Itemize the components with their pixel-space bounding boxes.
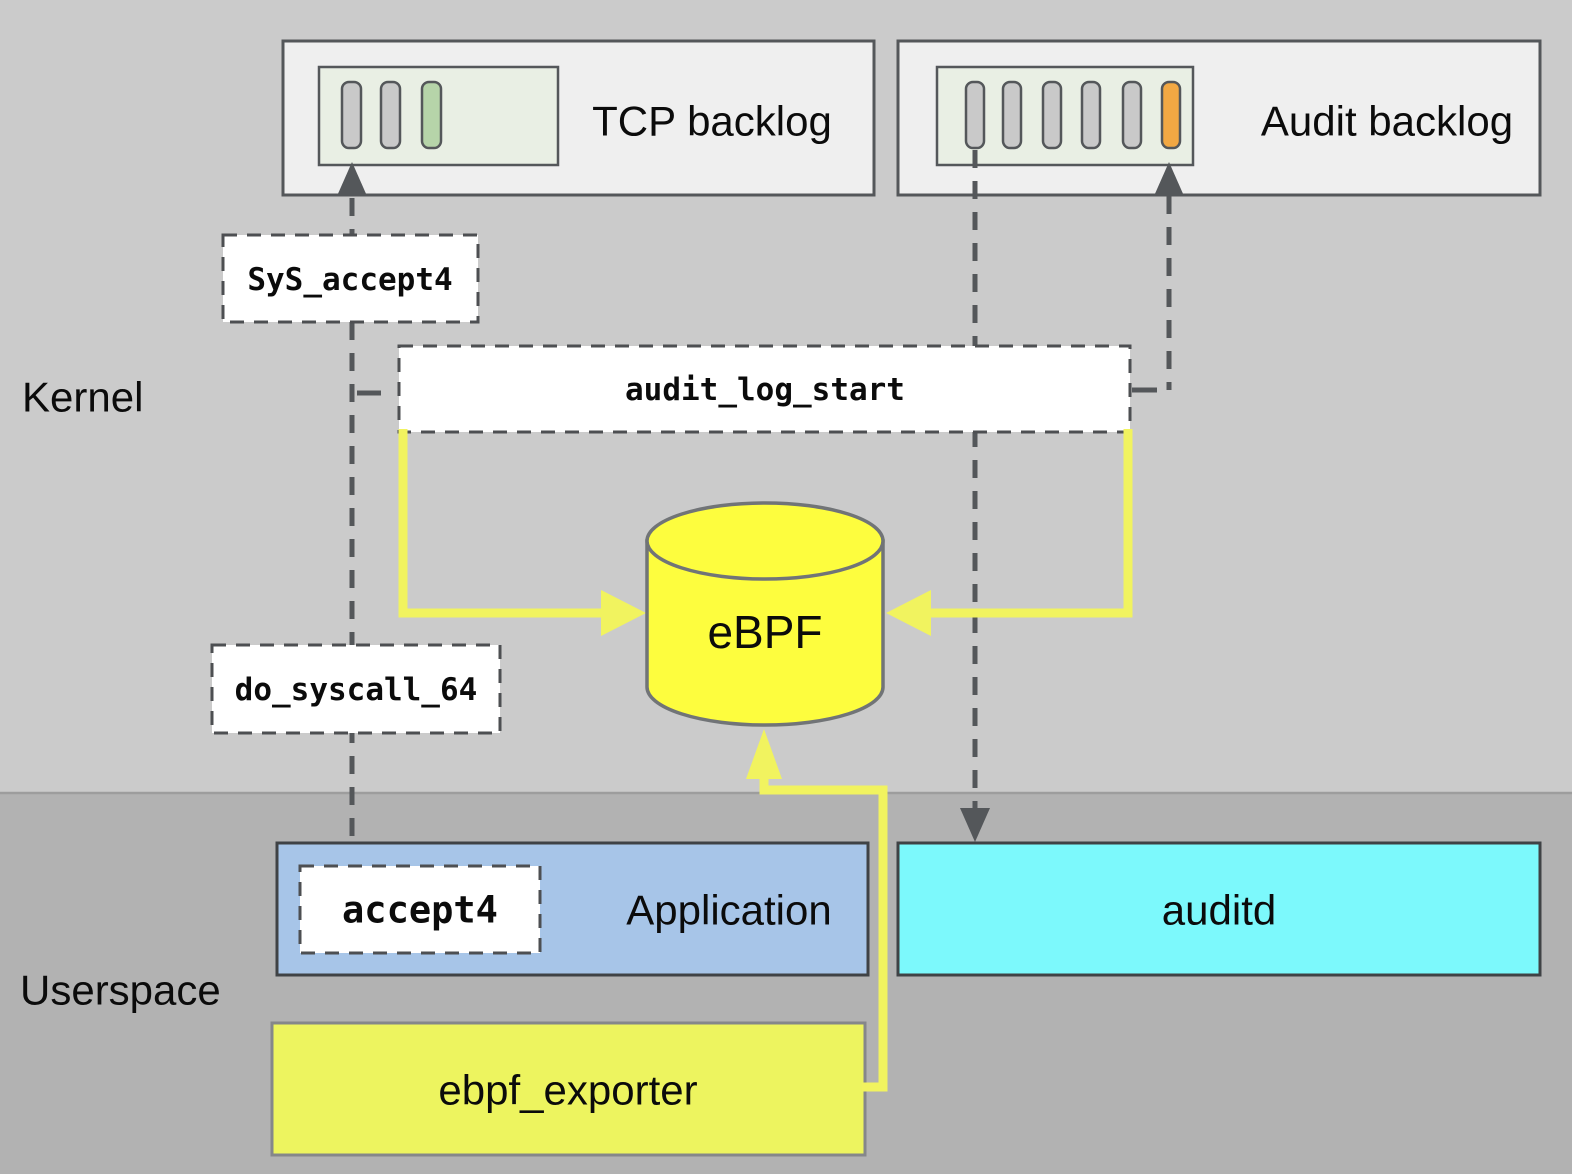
sys-accept4-box — [221, 233, 480, 324]
ebpf-hook-left-arrow — [398, 429, 604, 618]
auditd-arrowhead-down-icon — [960, 808, 990, 842]
ebpf-exporter-label: ebpf_exporter — [438, 1067, 697, 1114]
kernel-label: Kernel — [22, 374, 143, 421]
audit-log-start-label: audit_log_start — [625, 372, 905, 408]
audit-log-start-box — [397, 344, 1132, 434]
auditd-label: auditd — [1162, 887, 1276, 934]
audit-backlog-arrowhead-up-icon — [1154, 162, 1184, 196]
audit-slot — [1041, 80, 1063, 150]
tcp-backlog-label: TCP backlog — [592, 98, 832, 145]
accept4-box — [298, 864, 542, 955]
do-syscall-64-box — [210, 643, 502, 735]
ebpf-hook-right-arrow — [928, 429, 1133, 618]
auditd-box — [896, 841, 1542, 977]
audit-slot — [964, 80, 986, 150]
tcp-slot — [340, 80, 363, 150]
tcp-slot — [420, 80, 443, 150]
tcp-backlog-box — [281, 39, 876, 197]
userspace-label: Userspace — [20, 967, 221, 1014]
tcp-slot — [379, 80, 402, 150]
application-label: Application — [626, 887, 831, 934]
audit-slot — [1121, 80, 1143, 150]
sys-accept4-label: SyS_accept4 — [247, 262, 452, 298]
audit-backlog-label: Audit backlog — [1261, 98, 1513, 145]
audit-slot — [1080, 80, 1102, 150]
ebpf-hook-right-arrowhead-icon — [886, 590, 931, 636]
audit-slot — [1001, 80, 1023, 150]
ebpf-label: eBPF — [707, 606, 822, 658]
accept4-label: accept4 — [342, 889, 498, 932]
ebpf-exporter-box — [270, 1021, 867, 1157]
tcp-backlog-arrowhead-up-icon — [337, 162, 367, 196]
exporter-to-ebpf-arrowhead-icon — [746, 729, 782, 779]
ebpf-cylinder — [645, 539, 885, 727]
ebpf-cylinder-top — [645, 501, 885, 581]
exporter-to-ebpf-arrow — [759, 776, 888, 1092]
do-syscall-64-label: do_syscall_64 — [235, 672, 478, 708]
ebpf-hook-left-arrowhead-icon — [601, 590, 646, 636]
audit-slot — [1160, 80, 1182, 150]
